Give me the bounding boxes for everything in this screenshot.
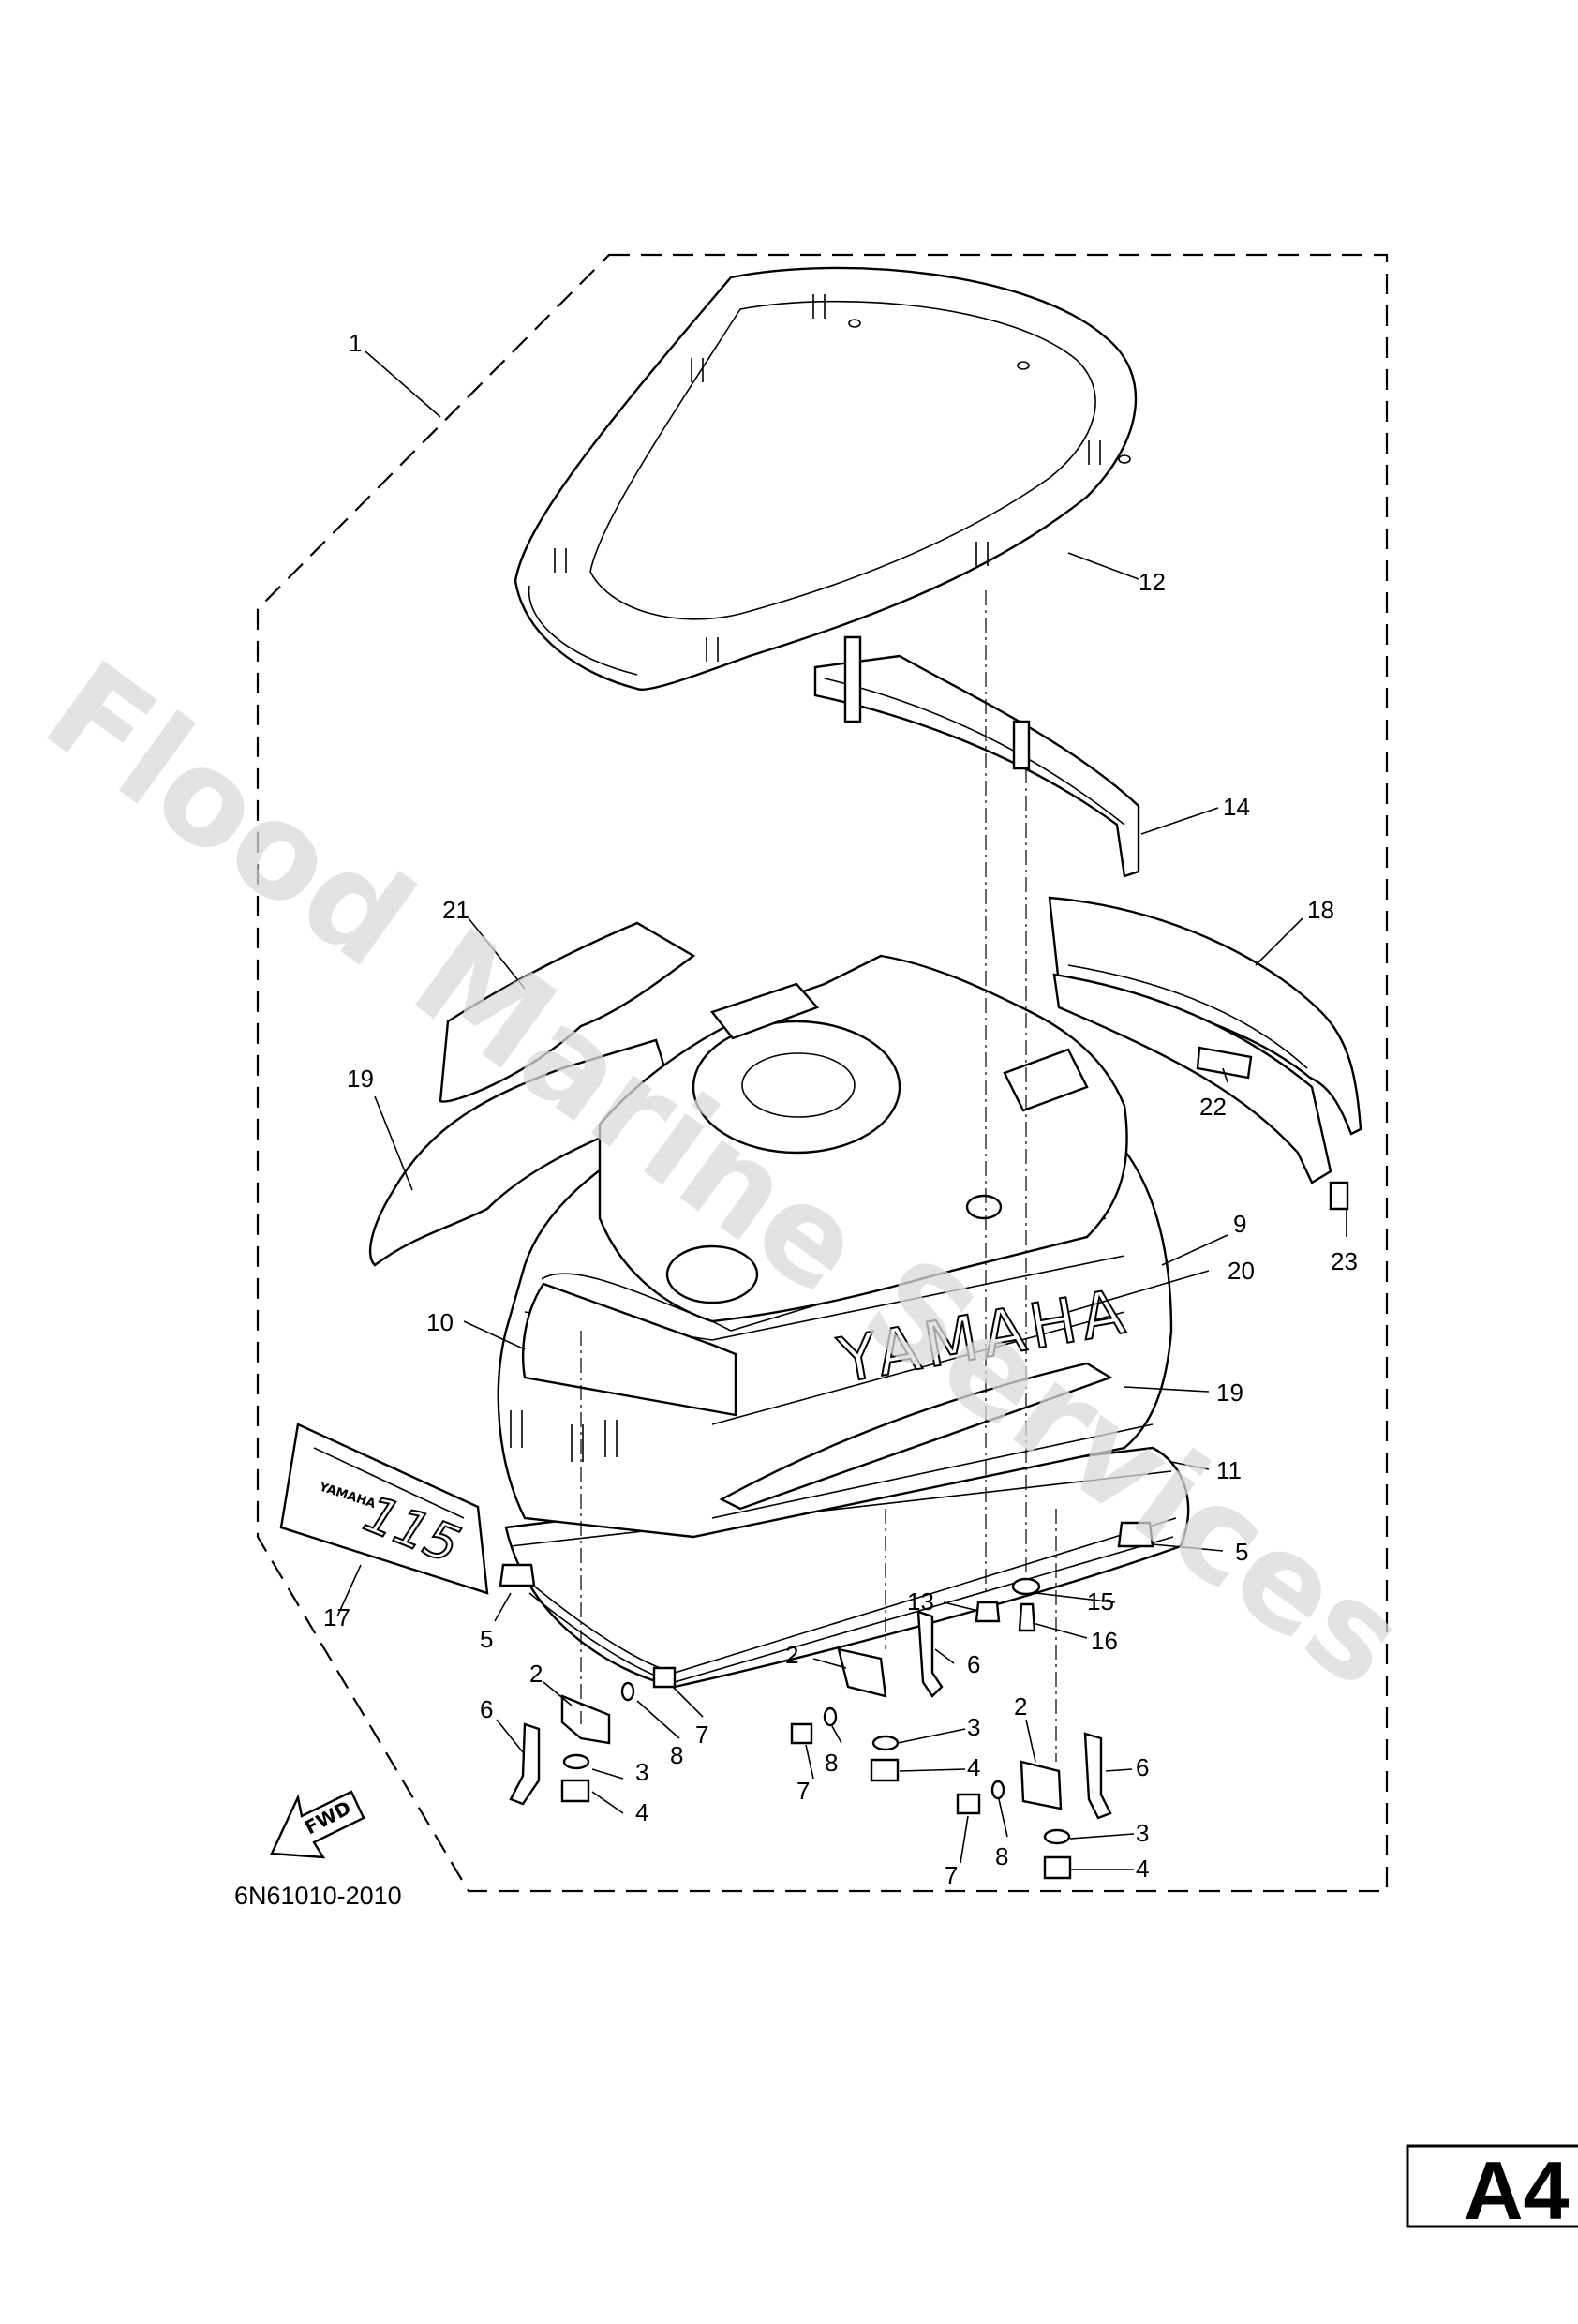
callout-19-upper: 19 (347, 1065, 374, 1093)
assembly-boundary (256, 253, 1389, 1893)
callout-9: 9 (1233, 1210, 1246, 1238)
callout-20: 20 (1228, 1257, 1255, 1285)
callout-6-middle: 6 (967, 1650, 980, 1678)
rail-bracket-part (813, 635, 1140, 878)
callout-12: 12 (1139, 568, 1166, 596)
callout-2-right: 2 (1014, 1692, 1027, 1721)
hardware-parts (499, 1521, 1154, 1880)
callout-6-left: 6 (480, 1695, 493, 1723)
callout-23: 23 (1331, 1247, 1358, 1275)
sheet-box: A4 (1406, 2144, 1578, 2237)
callout-1: 1 (349, 329, 362, 357)
callout-16: 16 (1091, 1627, 1118, 1655)
callout-19-lower: 19 (1216, 1378, 1243, 1407)
callout-2-left: 2 (529, 1660, 543, 1688)
callout-7-left: 7 (695, 1721, 708, 1749)
callout-5-left: 5 (480, 1625, 493, 1653)
callout-17: 17 (323, 1603, 350, 1631)
callout-11: 11 (1216, 1456, 1242, 1484)
callout-10: 10 (426, 1308, 454, 1336)
callout-3-right: 3 (1136, 1819, 1149, 1847)
diagram-code: 6N61010-2010 (234, 1882, 402, 1910)
callout-4-right: 4 (1136, 1855, 1149, 1883)
left-decal-part (368, 921, 696, 1267)
callout-8-left: 8 (670, 1741, 683, 1769)
top-cover-part (514, 266, 1138, 691)
callout-labels: 1 12 14 18 21 19 22 23 9 20 10 19 11 17 … (323, 329, 1358, 1889)
callout-4-middle: 4 (967, 1753, 980, 1781)
forward-arrow-icon: FWD (270, 1790, 365, 1859)
callout-5-right: 5 (1235, 1538, 1248, 1566)
callout-14: 14 (1223, 793, 1250, 821)
callout-8-middle: 8 (825, 1749, 838, 1777)
callout-15: 15 (1087, 1587, 1114, 1616)
callout-4-left: 4 (635, 1798, 648, 1826)
callout-21: 21 (442, 896, 469, 924)
sheet-label: A4 (1464, 2144, 1570, 2237)
side-panel-part: YAMAHA 115 (279, 1423, 489, 1595)
callout-7-right: 7 (945, 1861, 958, 1889)
callout-2-middle: 2 (785, 1641, 798, 1669)
callout-3-middle: 3 (967, 1713, 980, 1741)
callout-22: 22 (1199, 1093, 1227, 1121)
callout-6-right: 6 (1136, 1753, 1149, 1781)
callout-13: 13 (907, 1587, 934, 1616)
engine-top-part (598, 954, 1128, 1323)
center-lines (580, 590, 1057, 1762)
leader-lines (336, 350, 1347, 1870)
callout-7-middle: 7 (796, 1777, 810, 1805)
callout-8-right: 8 (995, 1842, 1008, 1870)
rear-apron-part (1048, 896, 1362, 1211)
callout-18: 18 (1307, 896, 1334, 924)
callout-3-left: 3 (635, 1758, 648, 1786)
